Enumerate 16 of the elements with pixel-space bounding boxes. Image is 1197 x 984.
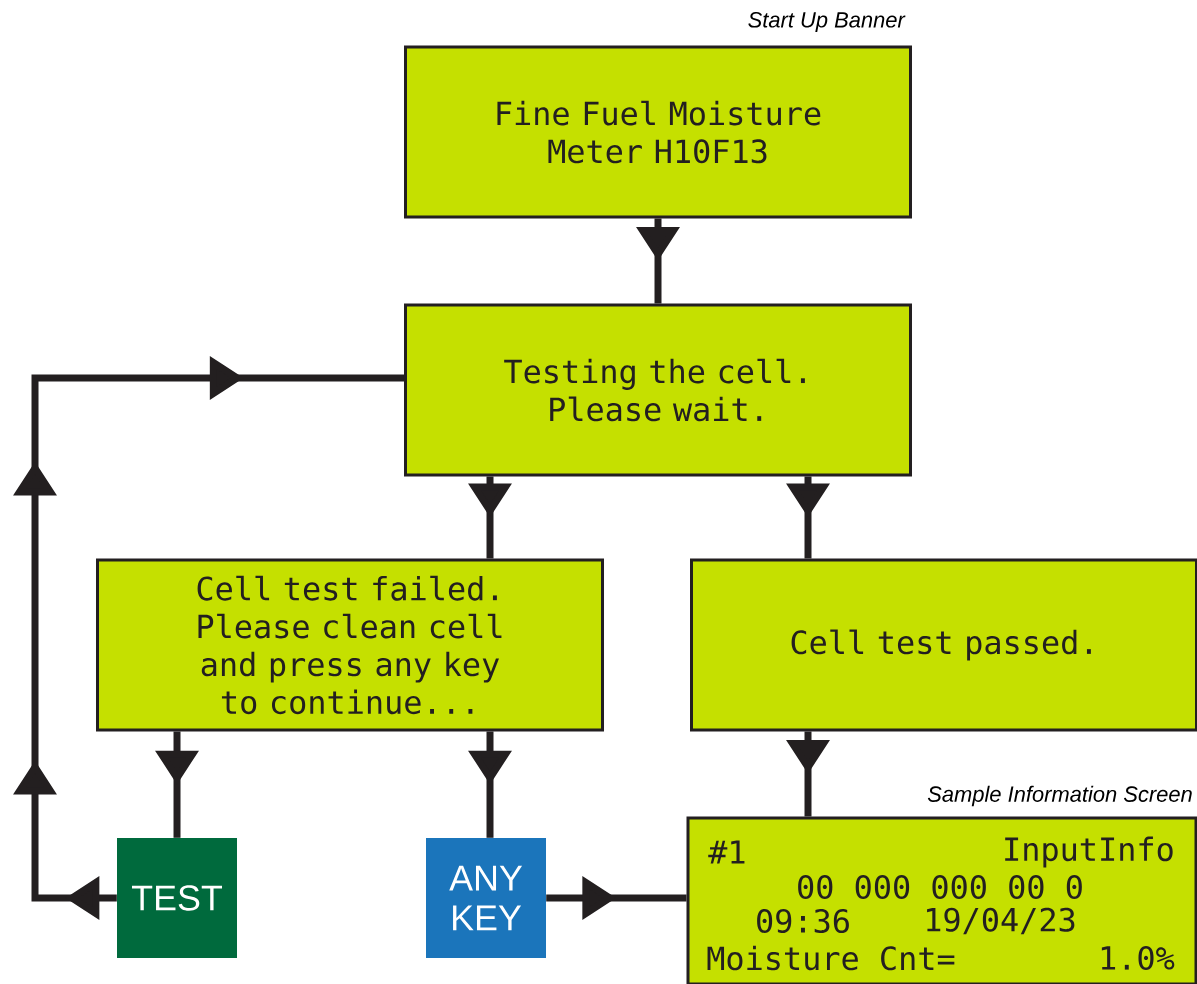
key-button: ANY KEY — [426, 838, 546, 958]
screen-text: #1 — [708, 840, 745, 864]
screen-text: 19/04/23 — [927, 907, 1075, 935]
screen-text: 09:36 — [757, 908, 849, 934]
key-button: TEST — [117, 838, 237, 958]
lcd-screen: Cell test passed. — [690, 558, 1197, 732]
screen-caption: Sample Information Screen — [927, 785, 1192, 807]
screen-text: Moisture Cnt= — [707, 945, 955, 971]
screen-text: 1.0% — [1101, 945, 1175, 971]
screen-caption: Start Up Banner — [748, 12, 906, 32]
lcd-screen: Fine Fuel Moisture Meter H10F13 — [404, 45, 912, 219]
lcd-screen: Cell test failed. Please clean cell and press any key to continue... — [96, 558, 604, 732]
screen-text: InputInfo — [1005, 836, 1173, 868]
lcd-screen: Testing the cell. Please wait. — [404, 303, 912, 477]
arrow — [13, 356, 404, 920]
screen-text: 00 000 000 00 0 — [798, 874, 1082, 900]
